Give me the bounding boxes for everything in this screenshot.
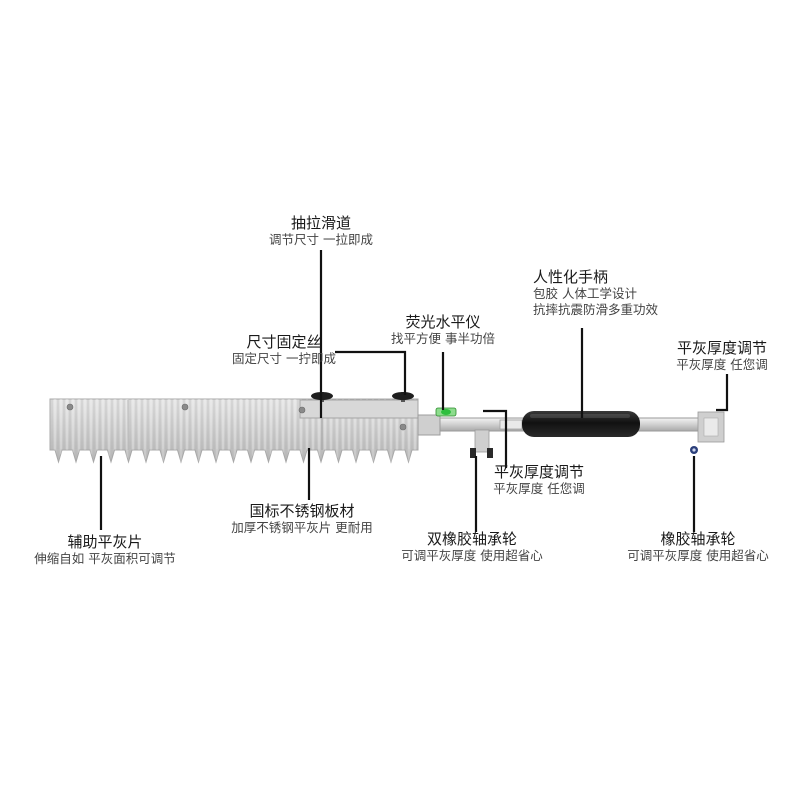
- label-spirit-level-title: 荧光水平仪: [405, 313, 481, 331]
- label-double-rubber-bearing-title: 双橡胶轴承轮: [426, 530, 518, 548]
- rod-collar: [499, 419, 523, 430]
- label-thickness-mid-sub: 平灰厚度 任您调: [493, 481, 585, 496]
- label-fixing-screw: 尺寸固定丝 固定尺寸 一拧即成: [232, 333, 336, 367]
- label-thickness-right: 平灰厚度调节 平灰厚度 任您调: [676, 339, 767, 373]
- label-rubber-bearing: 橡胶轴承轮 可调平灰厚度 使用超省心: [627, 530, 768, 564]
- label-handle-sub1: 包胶 人体工学设计: [533, 286, 637, 301]
- label-thickness-right-sub: 平灰厚度 任您调: [676, 357, 768, 372]
- label-handle-title: 人性化手柄: [533, 268, 609, 286]
- label-thickness-mid-title: 平灰厚度调节: [493, 463, 585, 481]
- label-double-rubber-bearing-sub: 可调平灰厚度 使用超省心: [401, 548, 543, 563]
- label-fixing-screw-sub: 固定尺寸 一拧即成: [232, 351, 336, 366]
- label-aux-blade-title: 辅助平灰片: [67, 533, 143, 551]
- label-spirit-level-sub: 找平方便 事半功倍: [391, 331, 495, 346]
- label-steel-plate-sub: 加厚不锈钢平灰片 更耐用: [231, 520, 373, 535]
- label-handle: 人性化手柄 包胶 人体工学设计 抗摔抗震防滑多重功效: [533, 268, 658, 318]
- label-thickness-right-title: 平灰厚度调节: [676, 339, 768, 357]
- label-slide-rail: 抽拉滑道 调节尺寸 一拉即成: [269, 214, 373, 248]
- blade-rivets: [66, 403, 407, 431]
- end-bearing-bracket: [690, 411, 725, 454]
- mid-bearing-bracket: [470, 429, 493, 458]
- connector-block: [417, 414, 441, 436]
- label-double-rubber-bearing: 双橡胶轴承轮 可调平灰厚度 使用超省心: [401, 530, 542, 564]
- label-aux-blade-sub: 伸缩自如 平灰面积可调节: [34, 551, 176, 566]
- label-rubber-bearing-title: 橡胶轴承轮: [660, 530, 736, 548]
- label-steel-plate-title: 国标不锈钢板材: [249, 502, 355, 520]
- handle-grip: [522, 411, 640, 437]
- label-steel-plate: 国标不锈钢板材 加厚不锈钢平灰片 更耐用: [231, 502, 372, 536]
- fixing-screw-right: [392, 392, 414, 402]
- label-slide-rail-sub: 调节尺寸 一拉即成: [269, 232, 373, 247]
- label-thickness-mid: 平灰厚度调节 平灰厚度 任您调: [493, 463, 584, 497]
- label-rubber-bearing-sub: 可调平灰厚度 使用超省心: [627, 548, 769, 563]
- leader-lines: [99, 250, 729, 532]
- label-aux-blade: 辅助平灰片 伸缩自如 平灰面积可调节: [34, 533, 175, 567]
- label-slide-rail-title: 抽拉滑道: [290, 214, 352, 232]
- label-handle-sub2: 抗摔抗震防滑多重功效: [533, 302, 659, 317]
- slide-rail: [299, 399, 419, 419]
- spirit-level: [435, 407, 457, 417]
- label-fixing-screw-title: 尺寸固定丝: [246, 333, 322, 351]
- label-spirit-level: 荧光水平仪 找平方便 事半功倍: [391, 313, 495, 347]
